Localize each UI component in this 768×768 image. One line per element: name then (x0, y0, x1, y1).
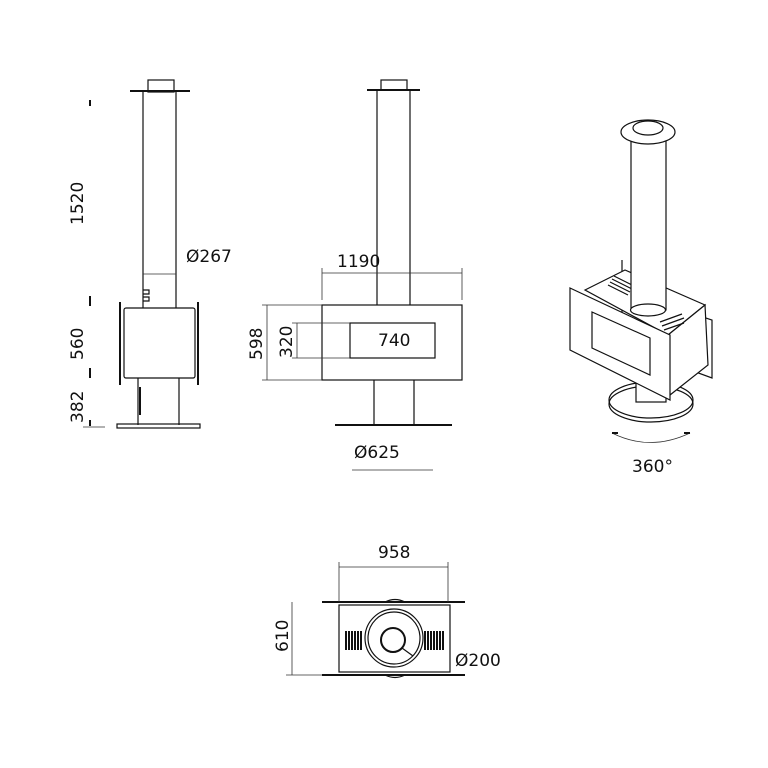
rotation-label: 360° (632, 457, 673, 477)
dim-window-width: 740 (378, 331, 410, 351)
iso-view: 360° (569, 119, 713, 477)
dim-front-height: 598 (247, 328, 267, 360)
dim-base-diameter: Ø625 (354, 443, 400, 463)
dim-top-width: 958 (378, 543, 410, 563)
vent-left (345, 631, 362, 650)
dim-base-height: 382 (68, 391, 88, 423)
dim-chimney-height: 1520 (68, 182, 88, 225)
dim-top-depth: 610 (273, 620, 293, 652)
dim-flue-diameter: Ø200 (455, 651, 501, 671)
dim-front-width: 1190 (337, 252, 380, 272)
side-view: 1520 Ø267 560 382 (68, 79, 232, 429)
dim-body-height: 560 (68, 328, 88, 360)
dim-window-height: 320 (277, 326, 297, 358)
front-view: 1190 598 320 740 Ø625 (247, 79, 463, 471)
vent-right (424, 631, 444, 650)
top-view: 958 610 Ø200 (273, 543, 501, 679)
dim-pipe-diameter: Ø267 (186, 247, 232, 267)
